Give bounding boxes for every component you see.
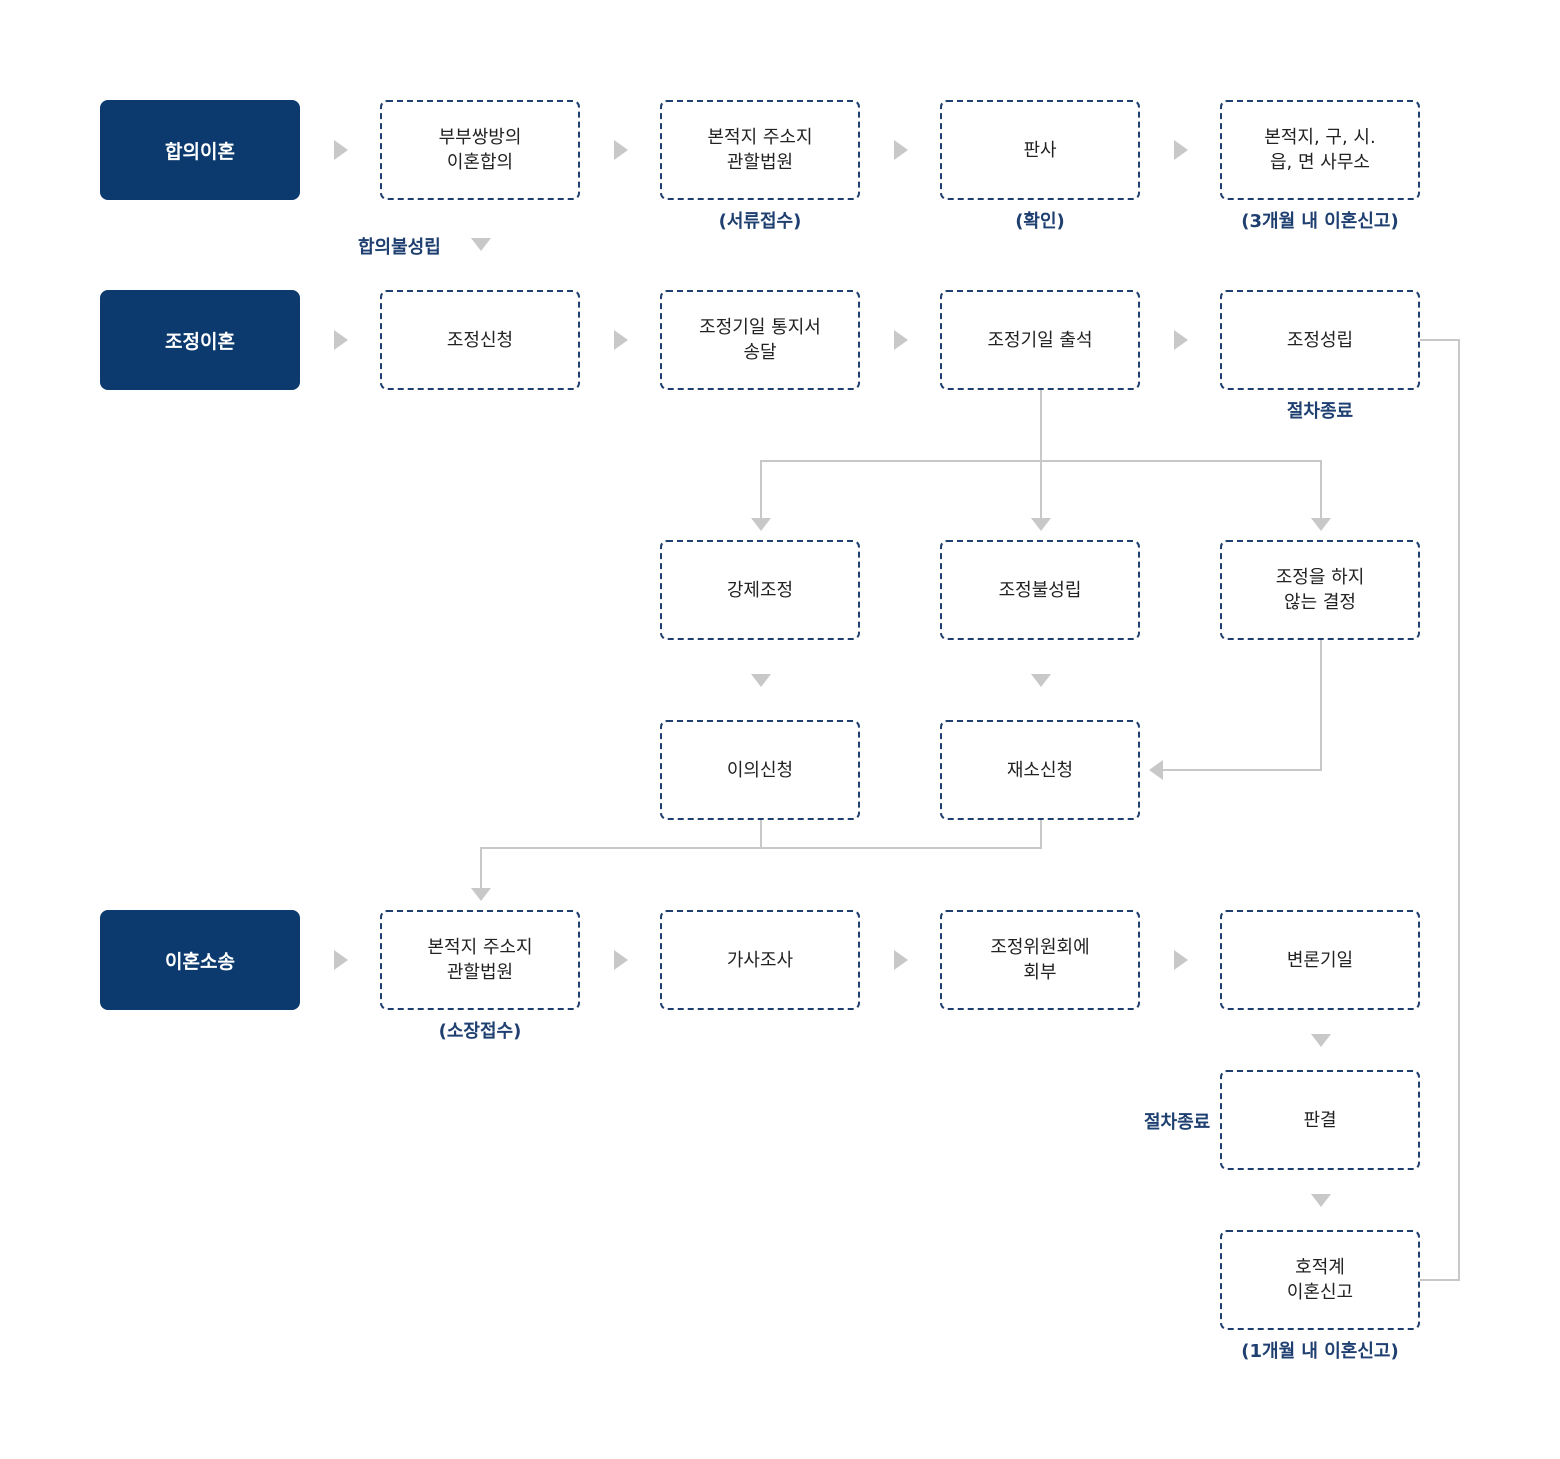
- judge-step: 판사: [940, 100, 1140, 200]
- step-label: 강제조정: [726, 579, 794, 601]
- arrow-down-icon: [471, 888, 491, 901]
- arrow-right-icon: [614, 140, 628, 160]
- step-label: 조정기일 통지서 송달: [699, 317, 821, 363]
- step-label: 재소신청: [1006, 759, 1074, 781]
- report-deadline-note: (3개월 내 이혼신고): [1241, 211, 1399, 232]
- arrow-right-icon: [614, 950, 628, 970]
- hearing-date-step: 변론기일: [1220, 910, 1420, 1010]
- family-investigation-step: 가사조사: [660, 910, 860, 1010]
- procedure-end-note: 절차종료: [1286, 401, 1354, 422]
- arrow-right-icon: [894, 330, 908, 350]
- arrow-down-icon: [751, 674, 771, 687]
- jurisdiction-court-step: 본적지 주소지 관할법원: [660, 100, 860, 200]
- step-label: 호적계 이혼신고: [1286, 1257, 1354, 1303]
- refiling-step: 재소신청: [940, 720, 1140, 820]
- no-mediation-decision-step: 조정을 하지 않는 결정: [1220, 540, 1420, 640]
- step-label: 본적지 주소지 관할법원: [707, 127, 813, 173]
- reject-connector: [1160, 640, 1322, 771]
- arrow-right-icon: [614, 330, 628, 350]
- agreement-failure-label: 합의불성립: [358, 237, 441, 258]
- lawsuit-court-step: 본적지 주소지 관할법원: [380, 910, 580, 1010]
- step-label: 이의신청: [726, 759, 794, 781]
- procedure-end-note: 절차종료: [1144, 1112, 1211, 1133]
- arrow-right-icon: [1174, 950, 1188, 970]
- merge-connector: [480, 820, 1042, 890]
- mediation-divorce-header: 조정이혼: [100, 290, 300, 390]
- judgment-step: 판결: [1220, 1070, 1420, 1170]
- arrow-right-icon: [334, 330, 348, 350]
- step-label: 조정기일 출석: [987, 329, 1093, 351]
- objection-step: 이의신청: [660, 720, 860, 820]
- agreement-divorce-header: 합의이혼: [100, 100, 300, 200]
- district-office-step: 본적지, 구, 시. 읍, 면 사무소: [1220, 100, 1420, 200]
- arrow-right-icon: [894, 140, 908, 160]
- mediation-success-step: 조정성립: [1220, 290, 1420, 390]
- step-label: 조정위원회에 회부: [990, 937, 1090, 983]
- step-label: 조정을 하지 않는 결정: [1275, 567, 1365, 613]
- arrow-right-icon: [1174, 140, 1188, 160]
- family-register-report-step: 호적계 이혼신고: [1220, 1230, 1420, 1330]
- step-label: 본적지 주소지 관할법원: [427, 937, 533, 983]
- arrow-down-icon: [1031, 674, 1051, 687]
- arrow-down-icon: [471, 238, 491, 251]
- arrow-down-icon: [1311, 518, 1331, 531]
- step-label: 가사조사: [726, 949, 794, 971]
- arrow-down-icon: [1031, 518, 1051, 531]
- arrow-right-icon: [1174, 330, 1188, 350]
- step-label: 판결: [1303, 1109, 1337, 1131]
- step-label: 판사: [1023, 139, 1057, 161]
- arrow-down-icon: [1311, 1194, 1331, 1207]
- committee-referral-step: 조정위원회에 회부: [940, 910, 1140, 1010]
- forced-mediation-step: 강제조정: [660, 540, 860, 640]
- mutual-agreement-step: 부부쌍방의 이혼합의: [380, 100, 580, 200]
- arrow-down-icon: [751, 518, 771, 531]
- step-label: 변론기일: [1286, 949, 1354, 971]
- arrow-left-icon: [1149, 760, 1163, 780]
- mediation-attendance-step: 조정기일 출석: [940, 290, 1140, 390]
- mediation-failure-step: 조정불성립: [940, 540, 1140, 640]
- branch-connector: [760, 390, 1322, 520]
- step-label: 조정신청: [446, 329, 514, 351]
- final-connector: [1420, 339, 1460, 1281]
- step-label: 조정성립: [1286, 329, 1354, 351]
- document-filing-note: (서류접수): [718, 211, 802, 232]
- step-label: 부부쌍방의 이혼합의: [438, 127, 522, 173]
- arrow-right-icon: [334, 950, 348, 970]
- arrow-down-icon: [1311, 1034, 1331, 1047]
- mediation-request-step: 조정신청: [380, 290, 580, 390]
- arrow-right-icon: [894, 950, 908, 970]
- divorce-lawsuit-header: 이혼소송: [100, 910, 300, 1010]
- step-label: 본적지, 구, 시. 읍, 면 사무소: [1264, 127, 1376, 173]
- step-label: 조정불성립: [998, 579, 1082, 601]
- complaint-filing-note: (소장접수): [438, 1021, 522, 1042]
- notice-delivery-step: 조정기일 통지서 송달: [660, 290, 860, 390]
- confirmation-note: (확인): [1015, 211, 1065, 232]
- arrow-right-icon: [334, 140, 348, 160]
- report-deadline-note: (1개월 내 이혼신고): [1241, 1341, 1399, 1362]
